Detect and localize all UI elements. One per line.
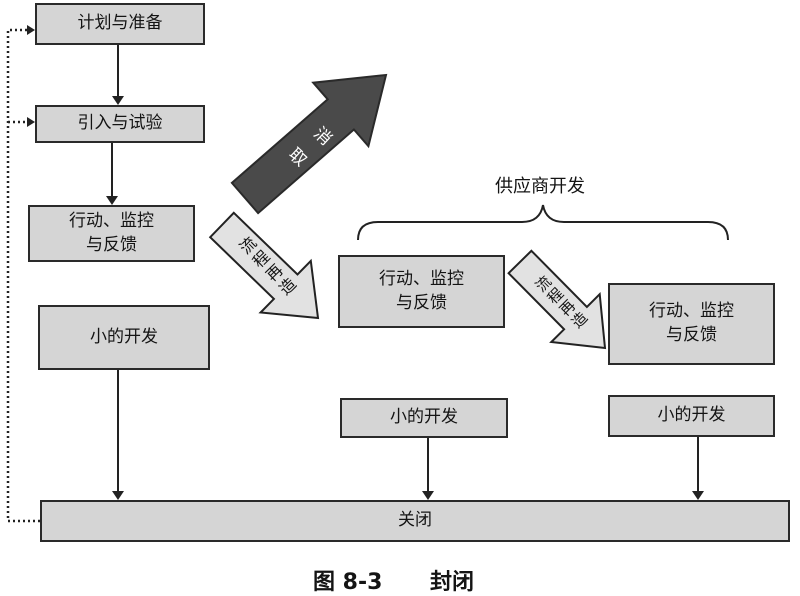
figure-number: 图 8-3 — [313, 570, 383, 595]
closure-label: 关闭 — [398, 510, 432, 531]
action-label-line2: 与反馈 — [86, 234, 137, 255]
action-label-line1: 行动、监控 — [69, 210, 154, 231]
feedback-arrowhead-pilot — [27, 117, 35, 127]
plan-box: 计划与准备 — [35, 3, 205, 45]
flow-arrow-pilot-to-action — [106, 143, 118, 205]
cancel-arrow — [230, 73, 388, 215]
small-dev-box-supplier-right: 小的开发 — [608, 395, 775, 437]
small-dev-box-supplier-left: 小的开发 — [340, 398, 508, 438]
flow-arrow-supplier-small-dev-right-to-closure — [692, 437, 704, 500]
flow-arrow-supplier-small-dev-left-to-closure — [422, 438, 434, 500]
supplier-small-dev-right-label: 小的开发 — [657, 405, 726, 426]
plan-label: 计划与准备 — [77, 13, 163, 34]
action-box-supplier-right: 行动、监控 与反馈 — [608, 283, 775, 365]
action-box-left: 行动、监控 与反馈 — [28, 205, 195, 262]
supplier-action-right-line1: 行动、监控 — [649, 301, 734, 322]
supplier-brace — [357, 204, 729, 241]
small-dev-label: 小的开发 — [90, 326, 158, 347]
supplier-action-left-line2: 与反馈 — [396, 292, 447, 313]
feedback-arrowhead-plan — [27, 25, 35, 35]
supplier-action-right-line2: 与反馈 — [666, 325, 717, 345]
pilot-box: 引入与试验 — [35, 105, 205, 143]
feedback-dotted-line — [6, 28, 40, 523]
pilot-label: 引入与试验 — [77, 113, 163, 134]
flow-arrow-small-dev-to-closure — [112, 370, 124, 500]
reengineer-arrow-left — [208, 211, 320, 320]
closure-bar: 关闭 — [40, 500, 790, 542]
reengineer-arrow-right — [507, 249, 607, 350]
small-dev-box-left: 小的开发 — [38, 305, 210, 370]
action-box-supplier-left: 行动、监控 与反馈 — [338, 255, 505, 328]
supplier-small-dev-left-label: 小的开发 — [390, 407, 458, 428]
flow-arrow-plan-to-pilot — [112, 45, 124, 105]
supplier-action-left-line1: 行动、监控 — [379, 268, 464, 289]
figure-title: 封闭 — [430, 570, 475, 595]
supplier-label: 供应商开发 — [495, 176, 585, 197]
